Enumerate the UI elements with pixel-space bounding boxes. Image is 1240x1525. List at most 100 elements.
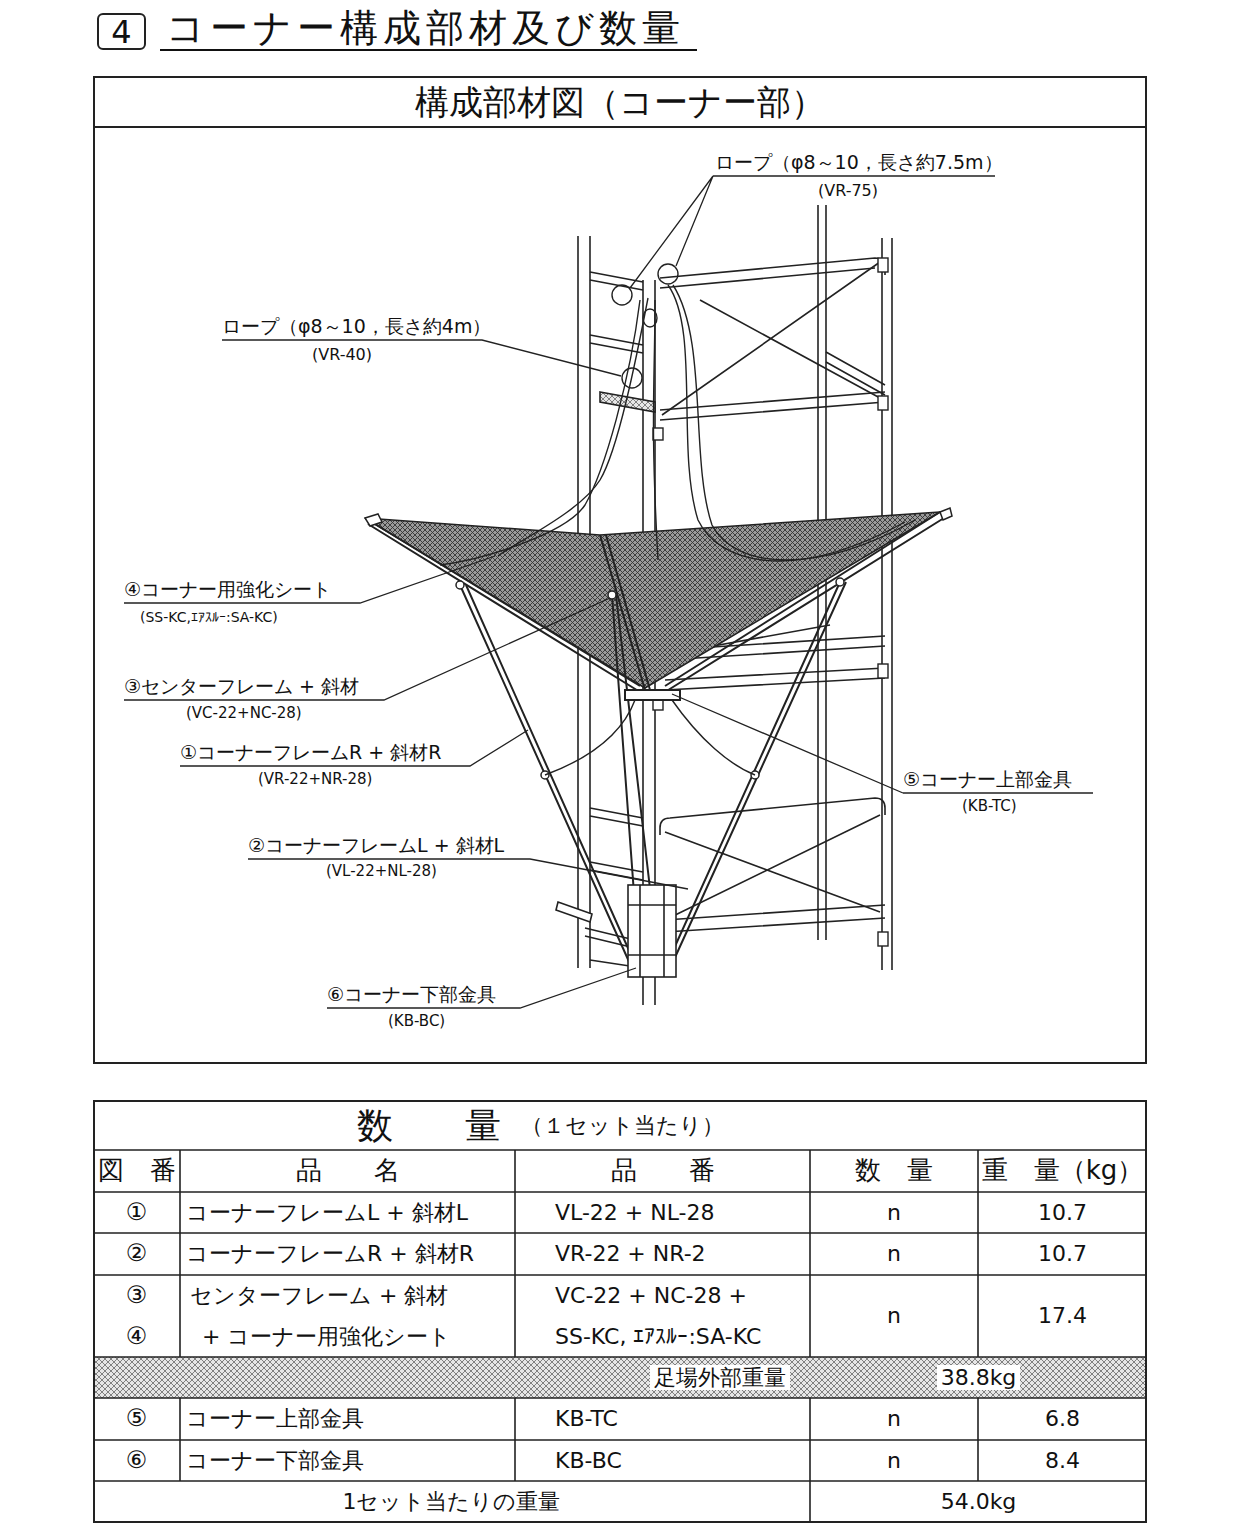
node-subheading: （１セット当たり）: [521, 1111, 724, 1141]
label-cell: (SS-KC,ｴｱｽﾙｰ:SA-KC): [140, 607, 380, 627]
part-callout: (SS-KC,ｴｱｽﾙｰ:SA-KC): [140, 609, 278, 625]
label-cell: 足場外部重量: [515, 1357, 810, 1398]
label-cell: VL-22 + NL-28: [515, 1192, 810, 1233]
part-callout: ⑥コーナー下部金具: [327, 984, 496, 1006]
label-cell: コーナー上部金具: [180, 1398, 515, 1440]
part-callout: ロープ（φ8～10，長さ約4m）: [222, 316, 491, 338]
table-cell: 重 量（kg）: [982, 1156, 1144, 1186]
label-cell: ロープ（φ8～10，長さ約7.5m）: [715, 150, 1015, 175]
label-cell: 38.8kg: [810, 1357, 1147, 1398]
table-cell: 数 量: [855, 1156, 933, 1186]
label-cell: 6.8: [978, 1398, 1147, 1440]
node-header: 4: [99, 15, 144, 48]
table-cell: n: [887, 1241, 901, 1266]
label-cell: (KB-BC): [388, 1012, 488, 1032]
table-cell: 10.7: [1038, 1241, 1087, 1266]
label-cell: 17.4: [978, 1275, 1147, 1357]
table-cell: 54.0kg: [941, 1489, 1017, 1514]
label-cell: コーナーフレームL + 斜材L: [180, 1192, 515, 1233]
label-cell: (KB-TC): [962, 797, 1062, 817]
table-cell: コーナー下部金具: [186, 1448, 364, 1473]
part-callout: ④コーナー用強化シート: [124, 579, 331, 601]
table-cell: KB-BC: [555, 1448, 622, 1473]
label-cell: ③センターフレーム + 斜材: [124, 674, 404, 699]
table-cell: n: [887, 1448, 901, 1473]
part-callout: ①コーナーフレームR + 斜材R: [180, 742, 441, 764]
table-cell: 品 番: [611, 1156, 715, 1186]
part-callout: (VC-22+NC-28): [186, 705, 302, 722]
label-cell: 8.4: [978, 1440, 1147, 1481]
label-cell: ①コーナーフレームR + 斜材R: [180, 740, 490, 765]
table-cell: 図 番: [98, 1156, 176, 1186]
panel-divider: [93, 126, 1147, 128]
part-callout: (KB-TC): [962, 798, 1017, 815]
table-cell: コーナーフレームL + 斜材L: [186, 1200, 468, 1225]
table-cell: 38.8kg: [937, 1365, 1021, 1390]
joints: [365, 508, 952, 779]
part-callout: (VR-40): [312, 346, 372, 364]
table-cell: コーナーフレームR + 斜材R: [186, 1241, 474, 1266]
label-cell: SS-KC, ｴｱｽﾙｰ:SA-KC: [515, 1316, 810, 1357]
table-cell: 1セット当たりの重量: [343, 1489, 561, 1514]
part-callout: (VR-75): [818, 182, 878, 200]
table-cell: n: [887, 1303, 901, 1328]
part-callout: ②コーナーフレームL + 斜材L: [248, 835, 504, 857]
label-cell: (VR-75): [818, 180, 918, 202]
label-cell: コーナーフレームR + 斜材R: [180, 1233, 515, 1274]
label-cell: n: [810, 1440, 978, 1481]
label-cell: 数 量: [810, 1150, 978, 1192]
part-callout: (VL-22+NL-28): [326, 863, 437, 880]
label-cell: ④コーナー用強化シート: [124, 577, 384, 602]
table-cell: コーナー上部金具: [186, 1406, 364, 1431]
label-cell: (VR-40): [312, 344, 412, 366]
table-cell: + コーナー用強化シート: [202, 1324, 451, 1349]
label-cell: 10.7: [978, 1192, 1147, 1233]
table-cell: 8.4: [1045, 1448, 1080, 1473]
label-cell: + コーナー用強化シート: [180, 1316, 515, 1357]
lower-bracket: [556, 885, 676, 977]
label-cell: (VC-22+NC-28): [186, 704, 346, 724]
label-cell: ③: [93, 1275, 180, 1316]
figure-panel: 構成部材図（コーナー部）: [93, 76, 1147, 1064]
table-cell: ①: [126, 1199, 148, 1227]
table-cell: n: [887, 1200, 901, 1225]
label-cell: KB-TC: [515, 1398, 810, 1440]
table-cell: ⑥: [126, 1447, 148, 1475]
ropes: [440, 264, 915, 775]
label-cell: n: [810, 1398, 978, 1440]
table-cell: KB-TC: [555, 1406, 618, 1431]
label-cell: 54.0kg: [810, 1481, 1147, 1522]
corner-sheet: [365, 512, 940, 688]
node-header: 構成部材図（コーナー部）: [95, 78, 1145, 128]
label-cell: 10.7: [978, 1233, 1147, 1274]
part-callout: ③センターフレーム + 斜材: [124, 676, 359, 698]
label-cell: 重 量（kg）: [978, 1150, 1147, 1192]
table-cell: 品 名: [296, 1156, 400, 1186]
label-cell: 品 名: [180, 1150, 515, 1192]
label-cell: 1セット当たりの重量: [93, 1481, 810, 1522]
table-cell: 足場外部重量: [650, 1365, 790, 1390]
label-cell: n: [810, 1275, 978, 1357]
label-cell: n: [810, 1192, 978, 1233]
part-callout: (VR-22+NR-28): [258, 771, 372, 788]
table-cell: 10.7: [1038, 1200, 1087, 1225]
node-heading: 4: [111, 13, 131, 51]
label-cell: (VR-22+NR-28): [258, 770, 418, 790]
table-cell: ④: [126, 1323, 148, 1351]
table-cell: SS-KC, ｴｱｽﾙｰ:SA-KC: [555, 1324, 761, 1349]
label-cell: センターフレーム + 斜材: [180, 1275, 515, 1316]
table-grid: [93, 1150, 1147, 1522]
label-cell: (VL-22+NL-28): [326, 862, 486, 882]
table-cell: 17.4: [1038, 1303, 1087, 1328]
part-callout: ロープ（φ8～10，長さ約7.5m）: [715, 152, 1003, 174]
label-cell: ⑥: [93, 1440, 180, 1481]
label-cell: KB-BC: [515, 1440, 810, 1481]
label-cell: 品 番: [515, 1150, 810, 1192]
label-cell: コーナー下部金具: [180, 1440, 515, 1481]
label-cell: ④: [93, 1316, 180, 1357]
node-header: 数 量（１セット当たり）: [95, 1102, 1145, 1150]
table-cell: センターフレーム + 斜材: [190, 1283, 448, 1308]
label-cell: ⑤コーナー上部金具: [903, 767, 1123, 792]
node-heading: 構成部材図（コーナー部）: [415, 80, 825, 126]
table-cell: 6.8: [1045, 1406, 1080, 1431]
